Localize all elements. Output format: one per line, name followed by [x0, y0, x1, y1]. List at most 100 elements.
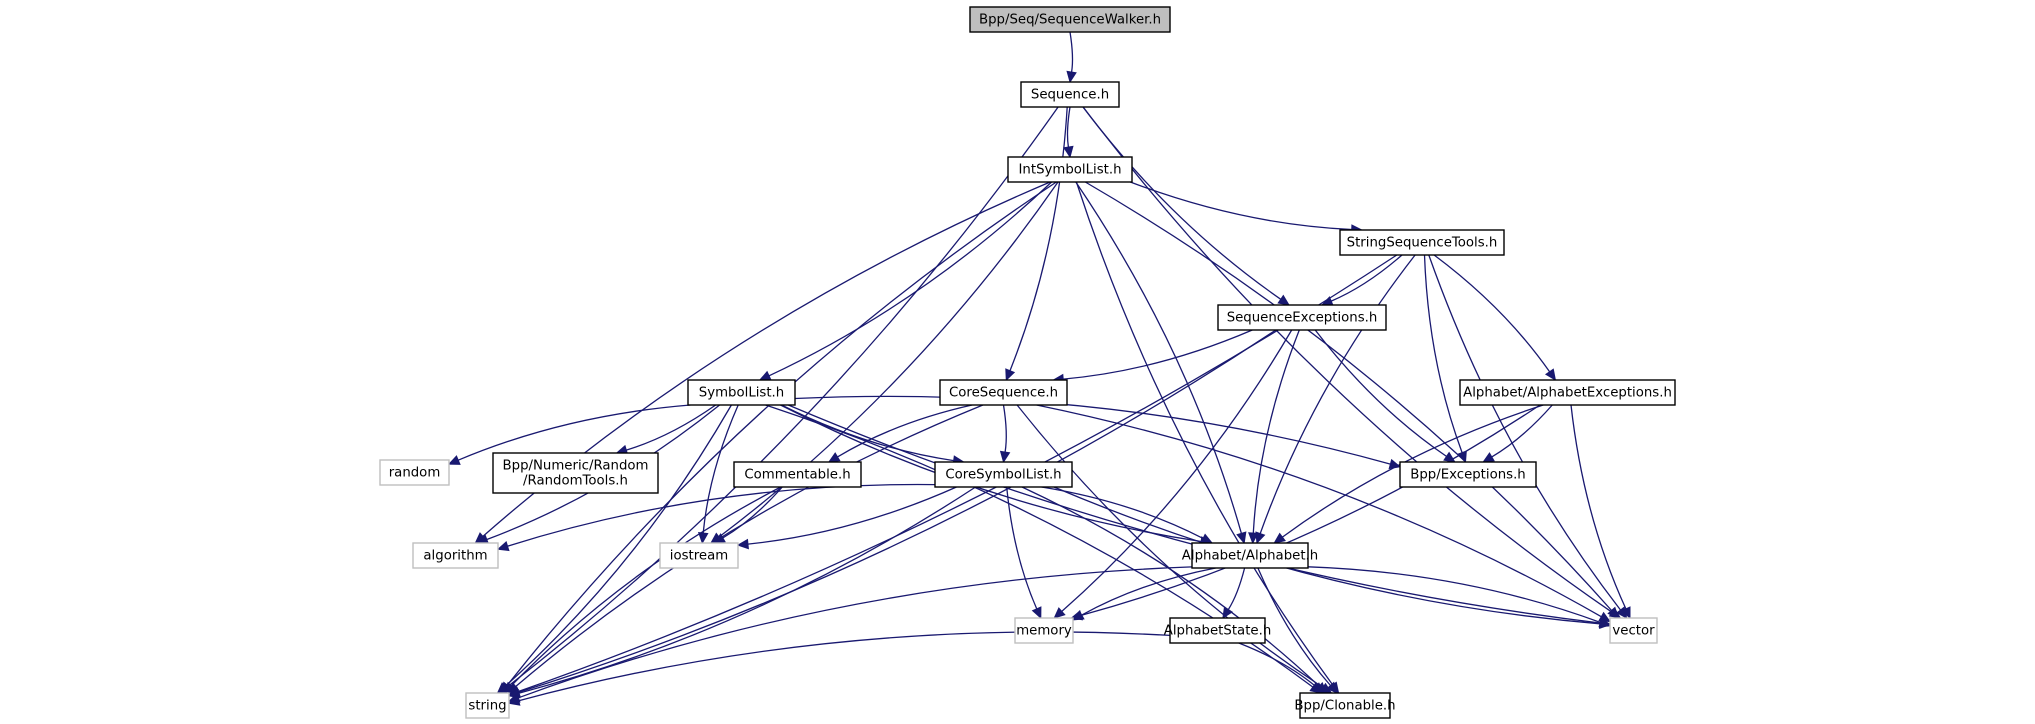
node-box	[492, 452, 659, 494]
node-sequence-exceptions[interactable]: SequenceExceptions.h	[1217, 304, 1387, 331]
node-label: AlphabetState.h	[1164, 624, 1272, 639]
arrowhead-int-symbol-list-to-symbol-list	[758, 370, 772, 381]
node-box	[1609, 617, 1658, 644]
node-label: random	[389, 466, 441, 481]
node-label: Alphabet/Alphabet.h	[1182, 549, 1318, 564]
edge-int-symbol-list-to-string	[506, 181, 1057, 686]
edge-alphabet-state-to-string	[518, 631, 1171, 702]
edge-sequence-to-string	[506, 106, 1059, 688]
arrowhead-sequence-walker-to-sequence	[1066, 70, 1077, 84]
edge-string-sequence-tools-to-sequence-exceptions	[1330, 254, 1403, 302]
edge-int-symbol-list-to-clonable	[1075, 181, 1334, 686]
edge-commentable-to-string	[510, 486, 782, 687]
edge-string-sequence-tools-to-alphabet-exceptions	[1433, 254, 1551, 373]
node-label: string	[468, 699, 506, 714]
edge-alphabet-exceptions-to-exceptions	[1491, 404, 1553, 458]
node-algorithm: algorithm	[412, 542, 499, 569]
edge-core-sequence-to-vector	[1036, 404, 1602, 618]
arrowhead-sequence-to-core-sequence	[1005, 368, 1016, 382]
node-sequence[interactable]: Sequence.h	[1020, 81, 1120, 108]
node-clonable[interactable]: Bpp/Clonable.h	[1294, 692, 1396, 719]
edge-core-symbol-list-to-algorithm	[507, 483, 936, 547]
edge-symbol-list-to-alphabet	[780, 404, 1202, 543]
node-exceptions[interactable]: Bpp/Exceptions.h	[1399, 461, 1537, 488]
node-core-symbol-list[interactable]: CoreSymbolList.h	[934, 461, 1073, 488]
node-label: /RandomTools.h	[523, 474, 628, 489]
node-label: memory	[1016, 624, 1072, 639]
arrowhead-int-symbol-list-to-alphabet	[1236, 531, 1247, 545]
node-int-symbol-list[interactable]: IntSymbolList.h	[1007, 156, 1133, 183]
node-alphabet[interactable]: Alphabet/Alphabet.h	[1182, 542, 1318, 569]
edge-sequence-walker-to-sequence	[1069, 31, 1074, 73]
arrowhead-sequence-to-int-symbol-list	[1063, 145, 1074, 159]
node-random-tools[interactable]: Bpp/Numeric/Random/RandomTools.h	[492, 452, 659, 494]
arrowhead-string-sequence-tools-to-exceptions	[1456, 450, 1467, 464]
edge-alphabet-exceptions-to-vector	[1570, 404, 1627, 610]
node-box	[659, 542, 739, 569]
edge-core-symbol-list-to-clonable	[1021, 486, 1320, 687]
node-string-sequence-tools[interactable]: StringSequenceTools.h	[1339, 229, 1505, 256]
arrowhead-string-sequence-tools-to-alphabet-exceptions	[1544, 368, 1557, 381]
node-label: Commentable.h	[744, 468, 850, 483]
edge-commentable-to-iostream	[722, 486, 783, 539]
arrowhead-alphabet-exceptions-to-alphabet	[1273, 532, 1286, 544]
node-label: IntSymbolList.h	[1019, 163, 1122, 178]
edge-alphabet-to-clonable	[1257, 567, 1331, 686]
node-box	[1014, 617, 1074, 644]
node-sequence-walker[interactable]: Bpp/Seq/SequenceWalker.h	[969, 6, 1171, 33]
arrowhead-alphabet-to-clonable	[1326, 681, 1338, 694]
arrowhead-core-symbol-list-to-memory	[1031, 606, 1042, 620]
edge-symbol-list-to-vector	[788, 404, 1601, 624]
arrowhead-sequence-exceptions-to-memory	[1053, 607, 1066, 619]
node-core-sequence[interactable]: CoreSequence.h	[939, 379, 1068, 406]
arrowhead-alphabet-state-to-string	[507, 695, 521, 706]
edge-symbol-list-to-string	[504, 404, 732, 687]
node-box	[1191, 542, 1309, 569]
edge-alphabet-to-alphabet-state	[1227, 567, 1246, 610]
node-alphabet-exceptions[interactable]: Alphabet/AlphabetExceptions.h	[1459, 379, 1676, 406]
node-label: CoreSequence.h	[949, 386, 1058, 401]
edge-int-symbol-list-to-alphabet	[1075, 181, 1243, 534]
node-label: Sequence.h	[1031, 88, 1109, 103]
edge-alphabet-to-string	[518, 566, 1193, 699]
node-commentable[interactable]: Commentable.h	[733, 461, 862, 488]
edge-core-symbol-list-to-vector	[1053, 486, 1601, 625]
node-box	[1020, 81, 1120, 108]
arrowhead-commentable-to-string	[503, 681, 516, 694]
node-label: StringSequenceTools.h	[1347, 236, 1498, 251]
node-label: iostream	[670, 549, 728, 564]
node-symbol-list[interactable]: SymbolList.h	[687, 379, 796, 406]
arrowhead-core-sequence-to-core-symbol-list	[999, 450, 1011, 464]
arrowhead-core-sequence-to-commentable	[827, 452, 841, 463]
node-label: CoreSymbolList.h	[945, 468, 1061, 483]
edge-sequence-to-sequence-exceptions	[1082, 106, 1282, 300]
edge-alphabet-to-memory	[1081, 567, 1216, 616]
node-random: random	[379, 459, 450, 486]
node-box	[1169, 617, 1266, 644]
arrowhead-symbol-list-to-iostream	[697, 532, 709, 545]
node-box	[1459, 379, 1676, 406]
edge-core-symbol-list-to-alphabet	[1041, 486, 1204, 539]
node-string: string	[465, 692, 510, 719]
edge-sequence-to-int-symbol-list	[1066, 106, 1071, 148]
node-box	[969, 6, 1171, 33]
node-alphabet-state[interactable]: AlphabetState.h	[1164, 617, 1272, 644]
edge-core-symbol-list-to-iostream	[747, 486, 957, 545]
node-label: SequenceExceptions.h	[1227, 311, 1378, 326]
node-box	[465, 692, 510, 719]
edge-int-symbol-list-to-string-sequence-tools	[1130, 181, 1352, 231]
edge-alphabet-to-vector	[1307, 566, 1601, 624]
node-box	[939, 379, 1068, 406]
node-label: Bpp/Exceptions.h	[1410, 468, 1526, 483]
arrowhead-alphabet-to-alphabet-state	[1222, 606, 1234, 620]
edge-core-sequence-to-commentable	[837, 404, 973, 458]
edge-string-sequence-tools-to-string	[518, 254, 1398, 693]
arrowhead-string-sequence-tools-to-alphabet	[1255, 531, 1266, 545]
edge-sequence-exceptions-to-core-sequence	[1063, 329, 1253, 380]
node-box	[412, 542, 499, 569]
edge-sequence-to-core-sequence	[1009, 106, 1068, 371]
edge-int-symbol-list-to-iostream	[718, 181, 1059, 538]
edge-sequence-exceptions-to-string	[518, 329, 1277, 693]
arrowhead-core-symbol-list-to-alphabet	[1200, 533, 1214, 544]
